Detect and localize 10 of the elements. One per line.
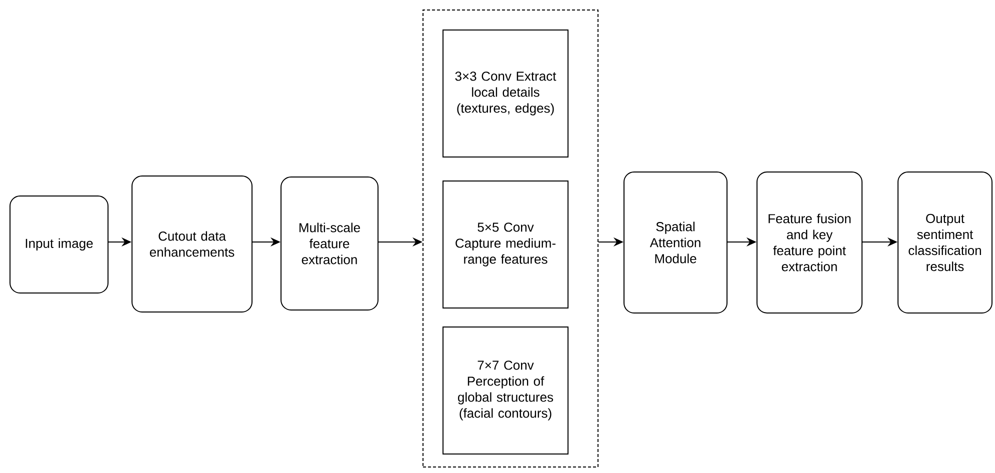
process-box: 5×5 Conv Capture medium-range features <box>442 180 568 308</box>
process-box: 3×3 Conv Extract local details (textures, edges) <box>442 30 568 158</box>
process-box: 7×7 Conv Perception of global structures (facial contours) <box>442 326 568 454</box>
process-box: Cutout data enhancements <box>132 176 252 312</box>
process-box: Input image <box>10 196 109 294</box>
process-box: Feature fusion and key feature point extraction <box>756 172 862 314</box>
process-box: Output sentiment classification results <box>898 172 992 314</box>
process-box: Spatial Attention Module <box>624 172 728 314</box>
process-box: Multi-scale feature extraction <box>280 176 378 310</box>
dashed-group-box <box>422 10 598 468</box>
